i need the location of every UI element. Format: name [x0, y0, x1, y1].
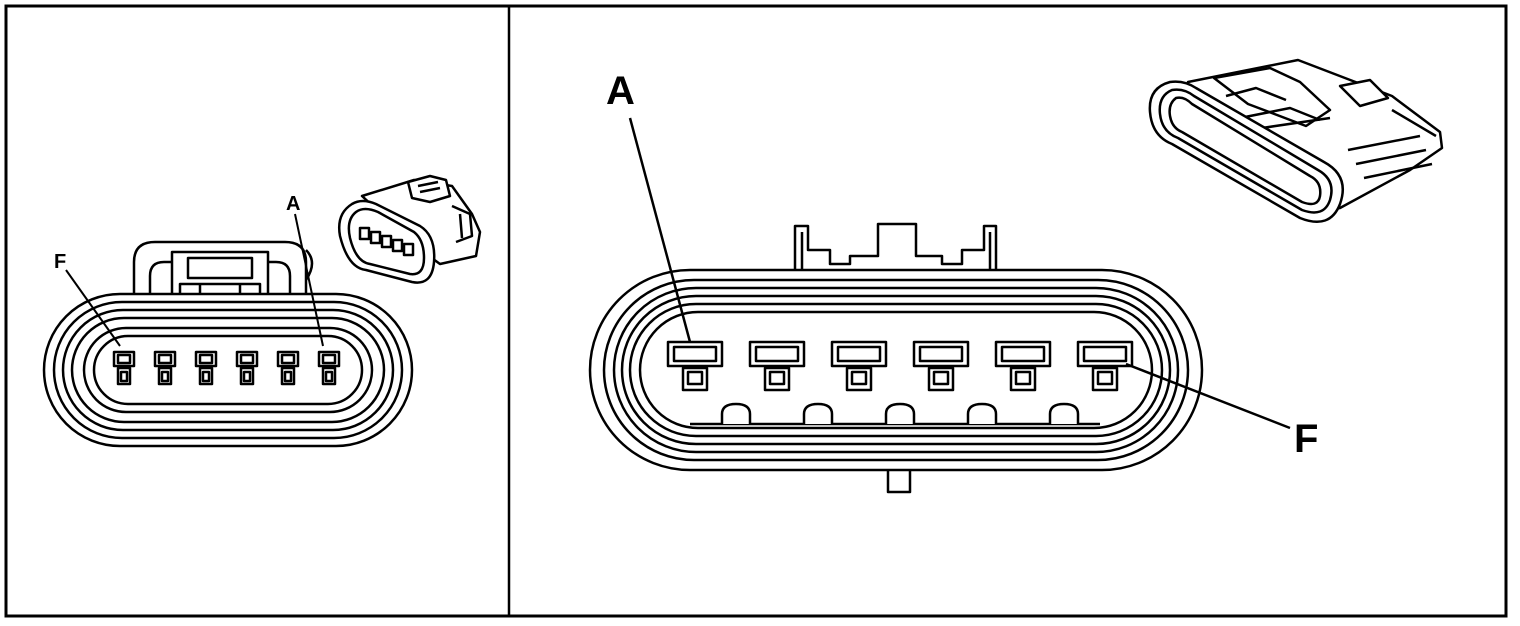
right-iso-front-face-mid	[1158, 88, 1333, 214]
left-iso-terminal	[380, 234, 393, 249]
right-iso-side-tab	[1338, 78, 1390, 108]
right-label-f: F	[1294, 417, 1318, 461]
diagram-border	[4, 4, 1508, 618]
left-leader-a	[294, 213, 324, 347]
right-polarization-key	[1048, 402, 1080, 424]
left-connector-iso-view	[338, 174, 482, 284]
left-iso-front-face-inner	[347, 207, 426, 276]
right-outline-5	[628, 302, 1164, 438]
left-terminal	[276, 350, 300, 386]
left-outline-6	[92, 334, 364, 406]
right-terminal	[748, 340, 806, 392]
left-terminal	[194, 350, 218, 386]
right-outline-3	[612, 286, 1180, 454]
right-polarization-key	[720, 402, 752, 424]
left-connector-face	[42, 240, 414, 448]
left-latch-clip	[186, 256, 254, 280]
right-terminal	[830, 340, 888, 392]
right-terminal	[994, 340, 1052, 392]
right-terminal	[1076, 340, 1134, 392]
right-polarization-keys	[720, 402, 1080, 424]
left-iso-terminal	[402, 242, 415, 257]
left-terminal	[317, 350, 341, 386]
left-label-f: F	[54, 251, 66, 273]
left-iso-terminals	[358, 226, 415, 257]
left-terminal	[153, 350, 177, 386]
right-top-tab	[793, 222, 998, 274]
left-outline-4	[70, 316, 386, 424]
left-terminal	[235, 350, 259, 386]
left-terminal	[112, 350, 136, 386]
right-polarization-key	[802, 402, 834, 424]
right-outline-6	[638, 310, 1154, 430]
right-terminal	[912, 340, 970, 392]
right-iso-front-face-inner	[1168, 96, 1322, 206]
left-iso-terminal	[369, 230, 382, 245]
left-outline-3	[61, 308, 395, 432]
left-outline-2	[52, 300, 404, 440]
left-outline-5	[82, 326, 374, 414]
right-label-a: A	[606, 69, 635, 113]
right-outline-2	[602, 278, 1190, 462]
left-iso-latch-detail	[417, 180, 441, 194]
right-iso-front-face-outer	[1148, 80, 1344, 223]
left-label-a: A	[286, 193, 300, 215]
right-connector-face	[588, 222, 1204, 494]
left-terminal-cavities	[112, 350, 341, 386]
left-iso-side-ribs	[451, 204, 474, 244]
right-iso-latch-detail	[1225, 86, 1331, 130]
right-polarization-key	[966, 402, 998, 424]
right-terminal	[666, 340, 724, 392]
right-leader-f	[1125, 362, 1291, 430]
right-leader-a	[628, 117, 692, 343]
right-iso-side-ribs	[1347, 108, 1437, 180]
right-top-tab-inner	[800, 232, 992, 274]
right-outline-4	[620, 294, 1172, 446]
left-iso-terminal	[358, 226, 371, 241]
right-polarization-key	[884, 402, 916, 424]
right-terminal-cavities	[666, 340, 1134, 392]
left-leader-f	[65, 269, 121, 347]
right-connector-iso-view	[1148, 58, 1444, 223]
left-iso-terminal	[391, 238, 404, 253]
